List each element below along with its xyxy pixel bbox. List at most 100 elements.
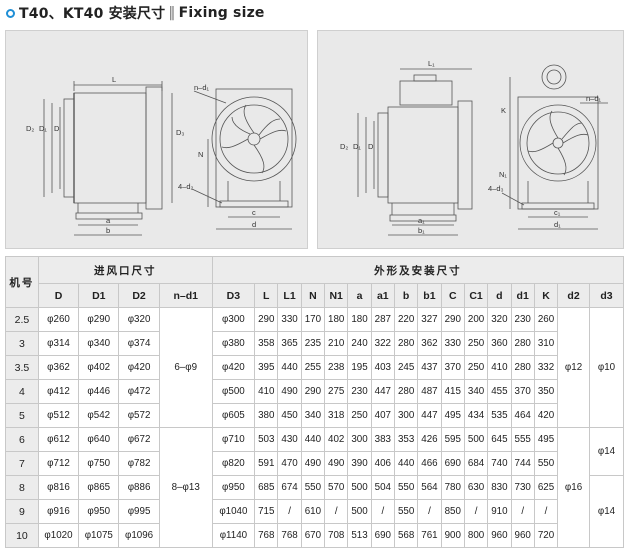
table-cell: φ1096	[118, 523, 160, 548]
column-header: C1	[463, 283, 489, 308]
machine-no-cell: 9	[5, 499, 39, 524]
column-header: N	[300, 283, 326, 308]
title-main: T40、KT40 安装尺寸	[19, 6, 166, 22]
table-cell: 500	[347, 475, 372, 500]
label-L1: L₁	[428, 59, 435, 68]
table-cell: 330	[440, 331, 465, 356]
table-cell: φ402	[78, 355, 120, 380]
table-cell: φ420	[211, 355, 256, 380]
table-cell: 960	[510, 523, 535, 548]
table-cell: φ340	[78, 331, 120, 356]
machine-no-cell: 6	[5, 427, 39, 452]
d3-group2-cell: φ14	[588, 427, 625, 476]
table-cell: 170	[300, 307, 326, 332]
table-cell: φ512	[37, 403, 80, 428]
table-cell: φ995	[118, 499, 160, 524]
table-cell: 280	[510, 331, 535, 356]
label-D2: D₂	[26, 124, 34, 133]
table-cell: φ446	[78, 379, 120, 404]
table-cell: 740	[487, 451, 512, 476]
table-cell: 685	[254, 475, 279, 500]
column-header: N1	[324, 283, 349, 308]
d3-group1-cell: φ10	[588, 307, 625, 428]
table-cell: 322	[370, 331, 395, 356]
label-a1: a₁	[418, 216, 425, 225]
table-cell: 415	[440, 379, 465, 404]
d3-group3-cell: φ14	[588, 475, 625, 548]
table-cell: 383	[370, 427, 395, 452]
table-cell: 440	[300, 427, 326, 452]
table-cell: φ712	[37, 451, 80, 476]
column-header: n–d1	[158, 283, 213, 308]
table-cell: 180	[347, 307, 372, 332]
column-header: a1	[370, 283, 395, 308]
table-cell: 230	[510, 307, 535, 332]
table-cell: φ572	[118, 403, 160, 428]
table-cell: φ472	[118, 379, 160, 404]
table-cell: 464	[510, 403, 535, 428]
table-cell: 437	[417, 355, 442, 380]
table-cell: 362	[417, 331, 442, 356]
label-d: d	[252, 220, 256, 229]
table-cell: 500	[463, 427, 489, 452]
table-cell: 490	[277, 379, 302, 404]
fan-housing-side	[73, 92, 147, 204]
table-cell: 406	[370, 451, 395, 476]
table-cell: φ640	[78, 427, 120, 452]
table-cell: 403	[370, 355, 395, 380]
label-L: L	[112, 75, 116, 84]
table-cell: 370	[510, 379, 535, 404]
label-D: D	[54, 124, 60, 133]
table-cell: 410	[254, 379, 279, 404]
table-cell: 513	[347, 523, 372, 548]
table-cell: 610	[300, 499, 326, 524]
table-cell: 555	[510, 427, 535, 452]
n-d1-group2-cell: 8–φ13	[158, 427, 213, 548]
table-cell: 290	[300, 379, 326, 404]
table-cell: 330	[277, 307, 302, 332]
table-cell: 245	[393, 355, 419, 380]
table-cell: φ820	[211, 451, 256, 476]
column-header: D2	[118, 283, 160, 308]
column-header: a	[347, 283, 372, 308]
machine-no-cell: 5	[5, 403, 39, 428]
n-d1-group1-cell: 6–φ9	[158, 307, 213, 428]
table-cell: φ320	[118, 307, 160, 332]
table-cell: 318	[324, 403, 349, 428]
table-cell: 830	[487, 475, 512, 500]
table-cell: 504	[370, 475, 395, 500]
label-N: N	[198, 150, 203, 159]
column-header: d3	[588, 283, 625, 308]
table-cell: 275	[324, 379, 349, 404]
table-cell: φ710	[211, 427, 256, 452]
column-header: D1	[78, 283, 120, 308]
table-cell: 550	[533, 451, 559, 476]
label-n-d1: n–d₁	[194, 83, 210, 92]
table-cell: 240	[347, 331, 372, 356]
column-header: d1	[510, 283, 535, 308]
table-cell: 645	[487, 427, 512, 452]
table-cell: /	[417, 499, 442, 524]
circle-bullet-icon	[6, 8, 15, 18]
table-cell: /	[370, 499, 395, 524]
label-b1: b₁	[418, 226, 425, 235]
table-cell: 260	[533, 307, 559, 332]
table-cell: φ605	[211, 403, 256, 428]
table-cell: φ362	[37, 355, 80, 380]
table-cell: 310	[533, 331, 559, 356]
table-cell: 238	[324, 355, 349, 380]
label-D1: D₁	[39, 124, 47, 133]
table-cell: φ865	[78, 475, 120, 500]
table-cell: 490	[324, 451, 349, 476]
table-cell: φ816	[37, 475, 80, 500]
table-cell: 320	[487, 307, 512, 332]
table-cell: 761	[417, 523, 442, 548]
table-cell: /	[463, 499, 489, 524]
table-cell: 290	[254, 307, 279, 332]
table-cell: 327	[417, 307, 442, 332]
